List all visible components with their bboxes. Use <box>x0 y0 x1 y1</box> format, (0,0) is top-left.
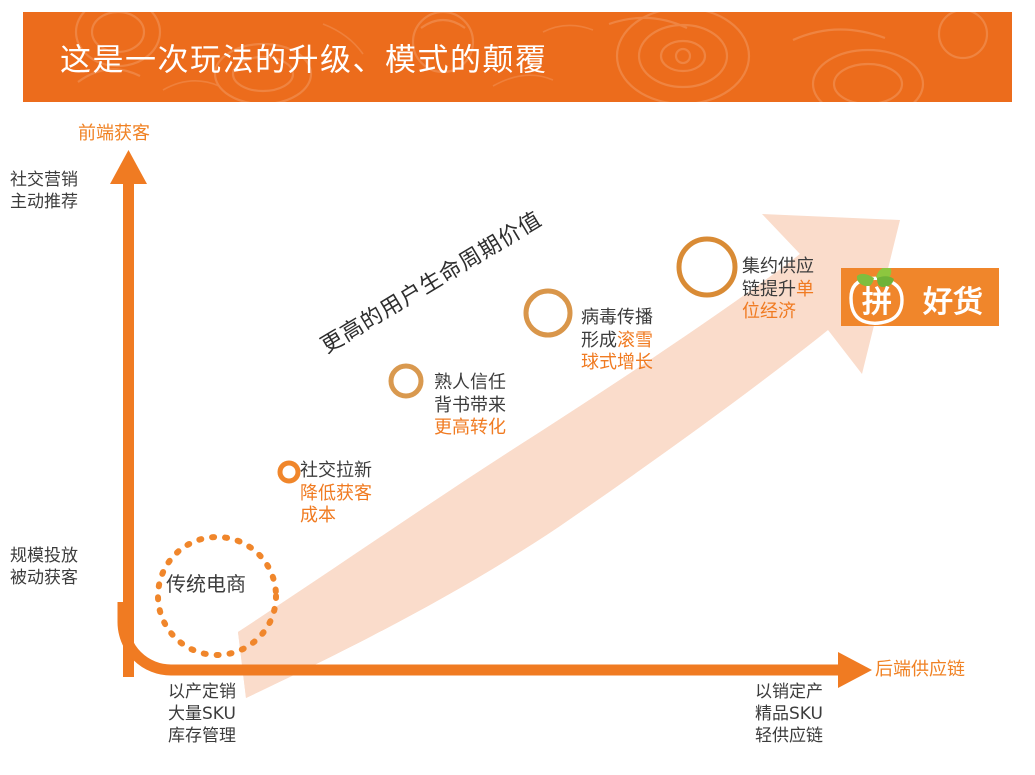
y-axis-bottom-note: 规模投放 被动获客 <box>10 546 78 590</box>
stage-1-line1-plain: 社交拉新 <box>300 460 372 481</box>
stage-3-line1-plain: 病毒传播 <box>581 307 653 328</box>
y-axis-bottom-note-line2: 被动获客 <box>10 567 78 588</box>
stage-4-line2-plain: 链提升 <box>742 278 796 300</box>
x-axis-right-note-line2: 精品SKU <box>755 703 823 724</box>
stage-marker-3 <box>523 288 573 338</box>
stage-annotation-3: 病毒传播 形成滚雪 球式增长 <box>581 307 653 375</box>
x-axis <box>117 602 872 688</box>
y-axis-title: 前端获客 <box>78 123 150 144</box>
chart-graphics <box>110 150 900 698</box>
stage-marker-1 <box>277 460 301 484</box>
y-axis-top-note: 社交营销 主动推荐 <box>10 170 78 214</box>
header-banner: 这是一次玩法的升级、模式的颠覆 <box>23 12 1012 102</box>
y-axis-top-note-line2: 主动推荐 <box>10 191 78 212</box>
stage-annotation-1: 社交拉新 降低获客 成本 <box>300 460 372 528</box>
stage-annotation-4: 集约供应 链提升单 位经济 <box>742 256 814 324</box>
x-axis-left-note-line2: 大量SKU <box>168 703 236 724</box>
x-axis-right-note: 以销定产 精品SKU 轻供应链 <box>755 682 823 747</box>
stage-3-line2-plain: 形成 <box>581 329 617 351</box>
brand-logo: 拼 好货 <box>841 268 999 326</box>
x-axis-title: 后端供应链 <box>875 659 965 680</box>
y-axis-bottom-note-line1: 规模投放 <box>10 546 78 566</box>
leaf-icon <box>856 268 894 287</box>
stage-2-line1-plain: 熟人信任 <box>434 372 506 393</box>
origin-label: 传统电商 <box>166 572 246 596</box>
stage-2-line2-plain: 背书带来 <box>434 394 506 416</box>
x-axis-left-note: 以产定销 大量SKU 库存管理 <box>168 682 236 747</box>
x-axis-right-note-line3: 轻供应链 <box>755 725 823 746</box>
logo-char-1: 拼 <box>862 285 892 320</box>
x-axis-left-note-line1: 以产定销 <box>168 682 236 702</box>
page-title: 这是一次玩法的升级、模式的颠覆 <box>60 42 548 79</box>
stage-1-line2-highlight: 降低获客 <box>300 482 372 504</box>
brand-logo-icon: 拼 好货 <box>849 268 983 325</box>
stage-4-line3-highlight: 位经济 <box>742 301 796 322</box>
logo-char-rest: 好货 <box>922 285 983 320</box>
stage-1-line3-highlight: 成本 <box>300 505 336 526</box>
stage-2-line3-highlight: 更高转化 <box>434 417 506 438</box>
stage-annotation-2: 熟人信任 背书带来 更高转化 <box>434 372 506 440</box>
banner-fruit-decoration-icon <box>74 12 989 102</box>
growth-swoosh-arrow <box>238 214 900 698</box>
stage-4-line2-highlight: 单 <box>796 278 814 300</box>
x-axis-left-note-line3: 库存管理 <box>168 725 236 746</box>
stage-marker-2 <box>388 363 424 399</box>
y-axis <box>110 150 147 677</box>
stage-3-line3-highlight: 球式增长 <box>581 352 653 373</box>
stage-4-line1-plain: 集约供应 <box>742 256 814 277</box>
chart-area: 前端获客 社交营销 主动推荐 规模投放 被动获客 后端供应链 以产定销 大量SK… <box>0 102 1035 775</box>
stage-3-line2-highlight: 滚雪 <box>617 329 653 351</box>
y-axis-top-note-line1: 社交营销 <box>10 170 78 190</box>
stage-marker-4 <box>676 236 738 298</box>
origin-dotted-ring-icon <box>155 534 279 658</box>
x-axis-right-note-line1: 以销定产 <box>755 682 823 702</box>
